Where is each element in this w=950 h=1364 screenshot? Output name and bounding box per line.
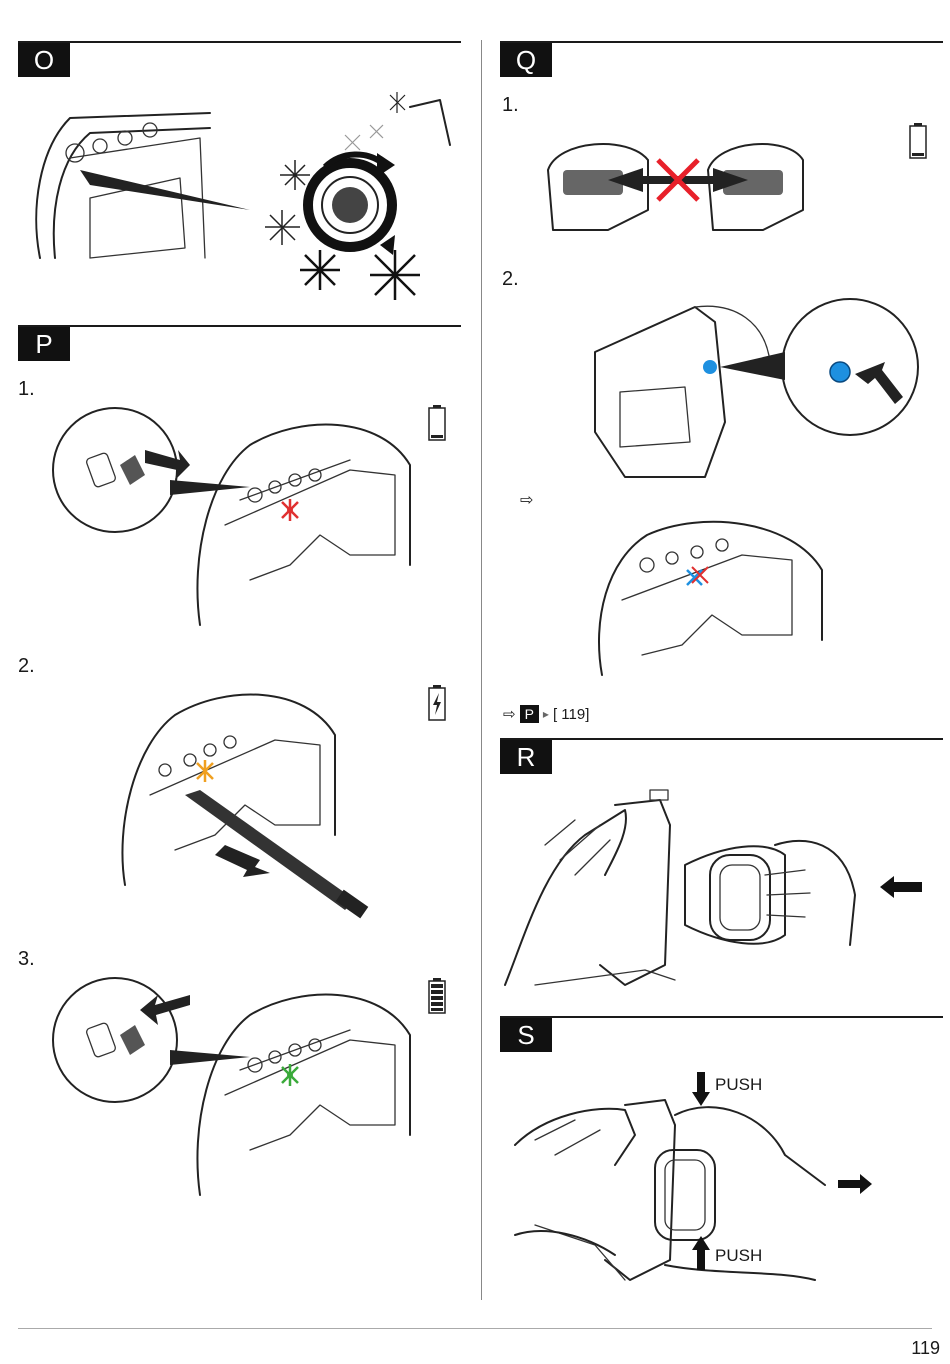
section-q-badge: Q — [500, 43, 552, 77]
ref-text: [ 119] — [553, 706, 589, 723]
step-q2-label: 2. — [502, 268, 519, 291]
step-q1-label: 1. — [502, 94, 519, 117]
usb-cable-charging-illustration — [115, 685, 375, 925]
ref-triangle-icon: ▸ — [543, 707, 549, 721]
section-s-rule — [500, 1016, 943, 1018]
helmet-led-blue-red-illustration — [592, 520, 842, 685]
section-p-rule — [18, 325, 461, 327]
usb-cover-open-illustration — [50, 405, 450, 635]
push-up-arrow-icon — [692, 1236, 710, 1270]
filter-remove-illustration — [515, 1095, 835, 1285]
step-p2-label: 2. — [18, 655, 35, 678]
cross-reference[interactable]: ⇨ P ▸ [ 119] — [503, 705, 589, 723]
column-divider — [481, 40, 482, 1300]
push-bottom-label: PUSH — [715, 1246, 762, 1266]
section-p-badge: P — [18, 327, 70, 361]
sensitivity-knob-illustration — [265, 95, 455, 305]
pull-out-arrow-icon — [838, 1174, 872, 1194]
ref-arrow-icon: ⇨ — [503, 705, 516, 723]
push-top-label: PUSH — [715, 1075, 762, 1095]
section-s-badge: S — [500, 1018, 552, 1052]
section-o-rule — [18, 41, 461, 43]
usb-cover-closed-illustration — [50, 975, 450, 1205]
footer-rule — [18, 1328, 932, 1329]
filter-attach-illustration — [505, 785, 865, 995]
push-in-arrow-icon — [880, 876, 922, 898]
step-p1-label: 1. — [18, 378, 35, 401]
pointer-wedge — [80, 150, 260, 220]
step-p3-label: 3. — [18, 948, 35, 971]
battery-empty-icon — [909, 123, 927, 159]
result-arrow-icon: ⇨ — [520, 490, 533, 510]
page-number: 119 — [880, 1338, 940, 1359]
battery-charging-icon — [428, 685, 446, 721]
section-r-rule — [500, 738, 943, 740]
two-helmets-no-pairing-illustration — [548, 130, 808, 240]
helmet-pairing-button-illustration — [585, 302, 930, 482]
section-r-badge: R — [500, 740, 552, 774]
ref-badge: P — [520, 705, 539, 723]
section-o-badge: O — [18, 43, 70, 77]
section-q-rule — [500, 41, 943, 43]
